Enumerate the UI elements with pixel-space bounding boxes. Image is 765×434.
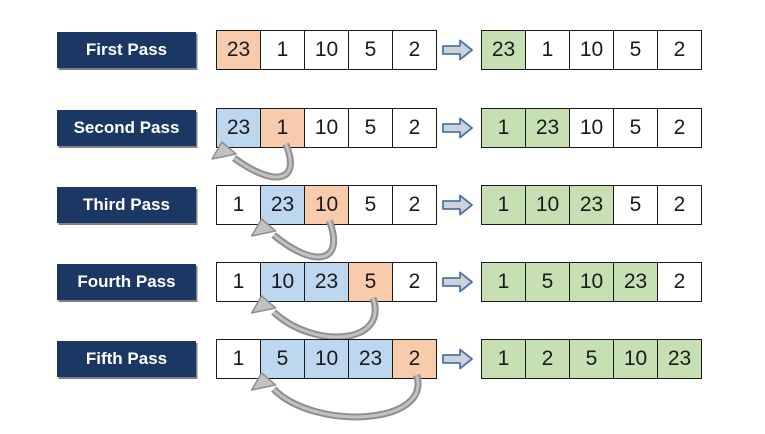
array-cell: 1: [481, 185, 526, 225]
array-cell: 10: [569, 30, 614, 70]
pass-label: Fourth Pass: [57, 264, 196, 300]
array-cell: 1: [481, 339, 526, 379]
pass-label: Third Pass: [57, 187, 196, 223]
array-cell: 23: [348, 339, 393, 379]
array-cell: 1: [260, 30, 305, 70]
right-block-arrow-icon: [442, 117, 473, 139]
pass-label: Second Pass: [57, 110, 196, 146]
right-block-arrow-icon: [442, 271, 473, 293]
right-block-arrow-icon: [442, 39, 473, 61]
array-cell: 5: [613, 108, 658, 148]
array-cell: 23: [569, 185, 614, 225]
array-cell: 23: [613, 262, 658, 302]
pass-label: Fifth Pass: [57, 341, 196, 377]
array-cell: 23: [657, 339, 702, 379]
array-cell: 2: [392, 262, 437, 302]
right-block-arrow-icon: [442, 194, 473, 216]
array-cell: 2: [657, 185, 702, 225]
array-cell: 1: [260, 108, 305, 148]
insert-curved-arrow-icon: [250, 295, 379, 341]
array-cell: 5: [525, 262, 570, 302]
array-cell: 23: [481, 30, 526, 70]
array-cell: 2: [525, 339, 570, 379]
array-cell: 5: [613, 185, 658, 225]
array-cell: 10: [304, 185, 349, 225]
array-cell: 2: [657, 30, 702, 70]
array-cell: 2: [392, 108, 437, 148]
array-cell: 10: [569, 262, 614, 302]
pass-label: First Pass: [57, 32, 196, 68]
array-cell: 2: [657, 262, 702, 302]
array-cell: 5: [613, 30, 658, 70]
array-cell: 5: [348, 262, 393, 302]
array-cell: 23: [525, 108, 570, 148]
array-cell: 5: [569, 339, 614, 379]
array-cell: 10: [525, 185, 570, 225]
array-cell: 2: [657, 108, 702, 148]
array-cell: 1: [525, 30, 570, 70]
array-cell: 23: [216, 30, 261, 70]
right-block-arrow-icon: [442, 348, 473, 370]
array-cell: 1: [481, 262, 526, 302]
array-cell: 10: [304, 30, 349, 70]
array-cell: 2: [392, 185, 437, 225]
array-cell: 5: [348, 30, 393, 70]
array-cell: 5: [348, 185, 393, 225]
insert-curved-arrow-icon: [250, 218, 338, 261]
array-cell: 23: [304, 262, 349, 302]
array-cell: 10: [613, 339, 658, 379]
array-cell: 1: [216, 262, 261, 302]
array-cell: 10: [304, 108, 349, 148]
insert-curved-arrow-icon: [211, 141, 294, 181]
insert-curved-arrow-icon: [250, 372, 422, 421]
array-cell: 23: [216, 108, 261, 148]
array-cell: 23: [260, 185, 305, 225]
array-cell: 10: [569, 108, 614, 148]
array-cell: 2: [392, 30, 437, 70]
array-cell: 1: [481, 108, 526, 148]
